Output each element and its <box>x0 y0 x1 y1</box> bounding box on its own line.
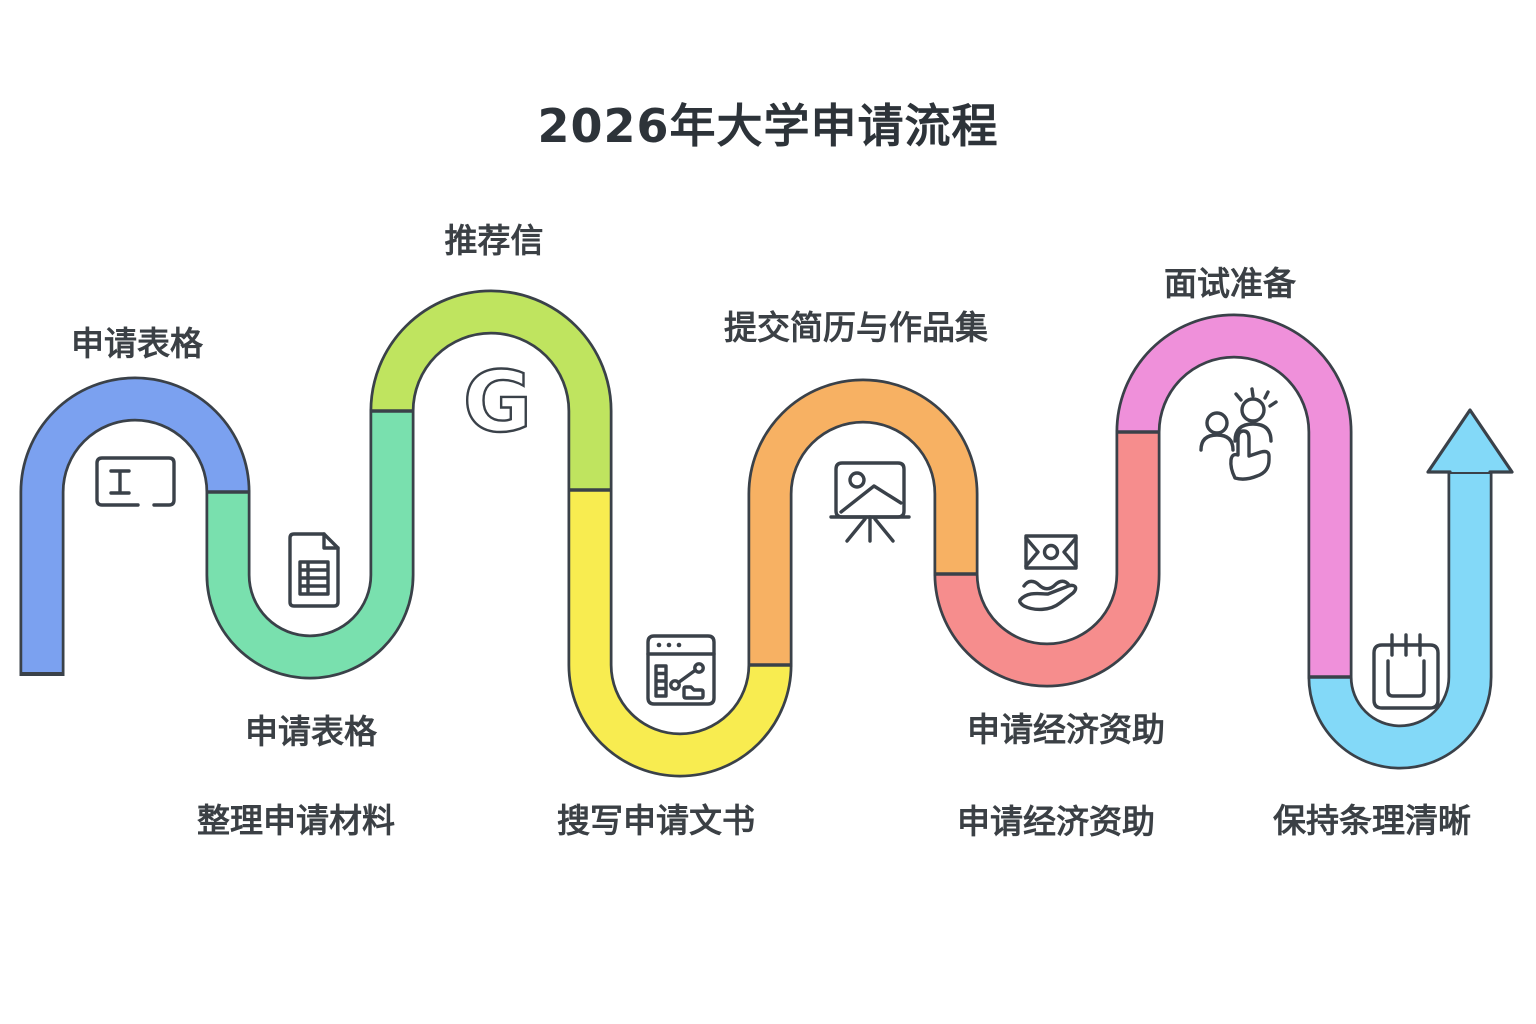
label-application-form-bottom: 申请表格 <box>245 712 377 751</box>
arrow-up-head-fill <box>1428 410 1512 472</box>
browser-chart-icon <box>646 634 716 706</box>
segment-dividers <box>205 409 1353 679</box>
label-financial-aid-lower: 申请经济资助 <box>957 802 1155 841</box>
segment-organize-materials <box>208 411 412 677</box>
easel-picture-icon <box>829 461 911 543</box>
label-financial-aid-upper: 申请经济资助 <box>967 710 1165 749</box>
page-title: 2026年大学申请流程 <box>537 99 999 153</box>
document-table-icon <box>288 532 340 608</box>
segment-interview-prep <box>1118 316 1350 677</box>
label-interview-prep: 面试准备 <box>1164 264 1296 303</box>
label-resume-portfolio: 提交简历与作品集 <box>724 308 988 347</box>
arrow-up-head-outline <box>1426 408 1514 474</box>
label-application-form-top: 申请表格 <box>71 324 203 363</box>
svg-text:G: G <box>463 353 532 451</box>
label-write-essays: 搜写申请文书 <box>557 801 755 840</box>
money-hand-icon <box>1018 534 1078 612</box>
letter-g-icon: G <box>462 352 533 452</box>
segment-write-essays <box>570 490 790 775</box>
text-input-icon <box>95 456 176 507</box>
label-recommendation-letter: 推荐信 <box>444 221 544 260</box>
label-organize-materials: 整理申请材料 <box>197 801 395 840</box>
segment-stay-organized <box>1310 474 1490 767</box>
label-stay-organized: 保持条理清晰 <box>1273 801 1471 840</box>
calendar-icon <box>1372 633 1440 710</box>
segment-recommendation-letter <box>372 292 610 490</box>
segment-application-form <box>22 379 248 672</box>
interview-people-icon <box>1199 387 1278 481</box>
segment-financial-aid <box>936 432 1158 685</box>
segment-resume-portfolio <box>750 381 976 665</box>
